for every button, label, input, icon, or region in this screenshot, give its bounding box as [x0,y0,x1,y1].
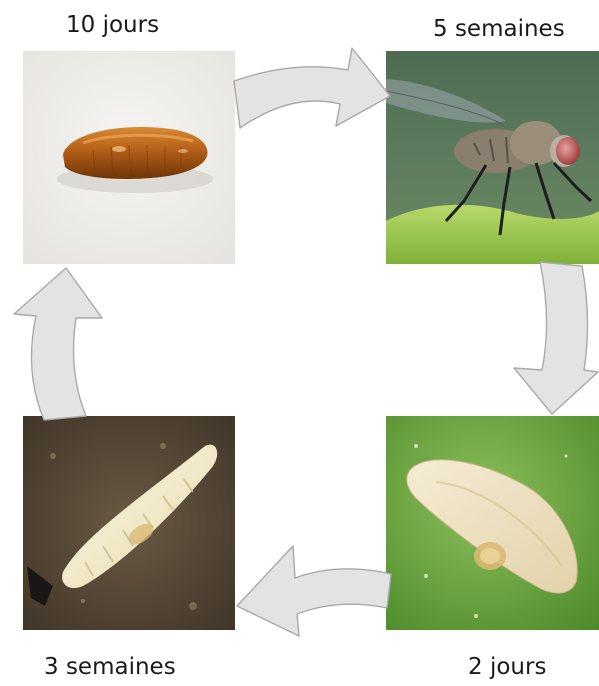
arrow-pupa-to-adult [228,36,396,146]
pupa-photo [23,51,235,264]
larva-photo [23,416,235,630]
egg-photo [386,416,599,630]
stage-label-adult: 5 semaines [433,18,565,41]
adult-fly-photo [386,51,599,264]
arrow-larva-to-pupa [10,264,106,424]
arrow-adult-to-egg [508,258,599,418]
stage-label-egg: 2 jours [468,656,546,679]
stage-label-larva: 3 semaines [44,656,176,679]
arrow-egg-to-larva [235,540,395,640]
stage-label-pupa: 10 jours [66,14,159,37]
